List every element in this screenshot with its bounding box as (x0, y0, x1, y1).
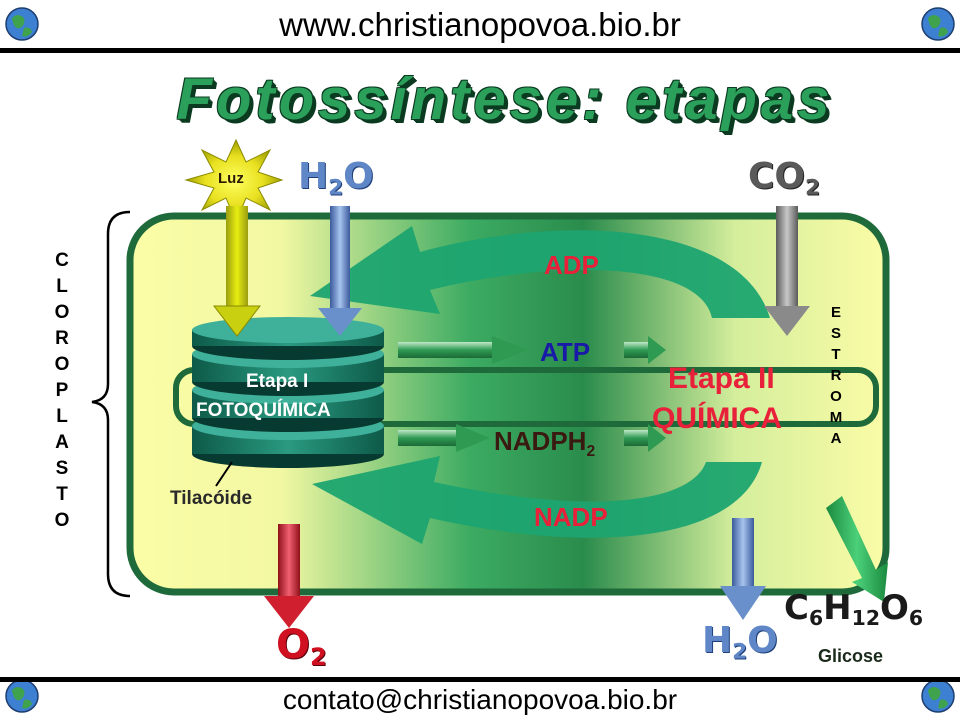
nadph2-label: NADPH2 (494, 426, 596, 461)
header-rule (0, 48, 960, 53)
stroma-letter: T (831, 346, 841, 363)
globe-logo-icon (921, 7, 955, 41)
stage2-subtitle: QUÍMICA (652, 402, 782, 435)
chloroplast-bracket (91, 210, 131, 598)
stroma-letter: S (830, 325, 841, 342)
water-out-arrow (720, 518, 766, 620)
chloroplast-letter: O (54, 302, 70, 323)
water-in-label: H2O (298, 156, 374, 201)
chloroplast-letter: T (56, 484, 68, 505)
stroma-letter: M (829, 409, 843, 426)
contact-email[interactable]: contato@christianopovoa.bio.br (282, 684, 678, 715)
chloroplast-letter: O (54, 510, 70, 531)
atp-left-arrow (398, 336, 528, 364)
co2-label: CO2 (748, 156, 821, 201)
site-url[interactable]: www.christianopovoa.bio.br (279, 6, 681, 43)
chloroplast-letter: P (55, 380, 69, 401)
oxygen-label: O2 (276, 622, 327, 672)
globe-logo-icon (5, 7, 39, 41)
thylakoid-stack (192, 317, 384, 468)
adp-label: ADP (544, 250, 599, 280)
nadp-label: NADP (534, 502, 608, 532)
chloroplast-letter: S (55, 458, 69, 479)
stage1-subtitle: FOTOQUÍMICA (196, 400, 331, 421)
chloroplast-letter: C (55, 250, 69, 271)
thylakoid-pointer (215, 461, 233, 487)
stroma-letter: E (830, 304, 841, 321)
footer-rule (0, 677, 960, 682)
nadph-right-arrow (624, 424, 666, 452)
light-arrow (212, 206, 262, 337)
chloroplast-letter: A (55, 432, 69, 453)
chloroplast-letter: R (55, 328, 69, 349)
stroma-letter: R (830, 367, 842, 384)
glucose-label: Glicose (818, 646, 884, 666)
co2-in-arrow (764, 206, 810, 336)
intergranal-band (173, 367, 879, 427)
glucose-formula: C6H12O6 (784, 588, 924, 631)
water-out-label: H2O (702, 620, 778, 665)
stage1-title: Etapa I (246, 371, 309, 392)
nadp-cycle-arrow (312, 456, 762, 544)
stage2-title: Etapa II (668, 362, 775, 395)
nadph-left-arrow (398, 424, 490, 452)
water-in-arrow (318, 206, 362, 336)
glucose-arrow (826, 496, 888, 602)
light-label: Luz (218, 170, 244, 187)
stroma-letter: A (830, 430, 842, 447)
atp-right-arrow (624, 336, 666, 364)
chloroplast-letter: L (56, 276, 68, 297)
thylakoid-label: Tilacóide (170, 488, 253, 509)
oxygen-out-arrow (264, 524, 314, 628)
adp-cycle-arrow (310, 226, 770, 318)
atp-label: ATP (540, 337, 591, 367)
page-title: Fotossíntese: etapas (176, 67, 834, 132)
stroma-letter: O (830, 388, 842, 405)
chloroplast-letter: L (56, 406, 68, 427)
chloroplast-letter: O (54, 354, 70, 375)
